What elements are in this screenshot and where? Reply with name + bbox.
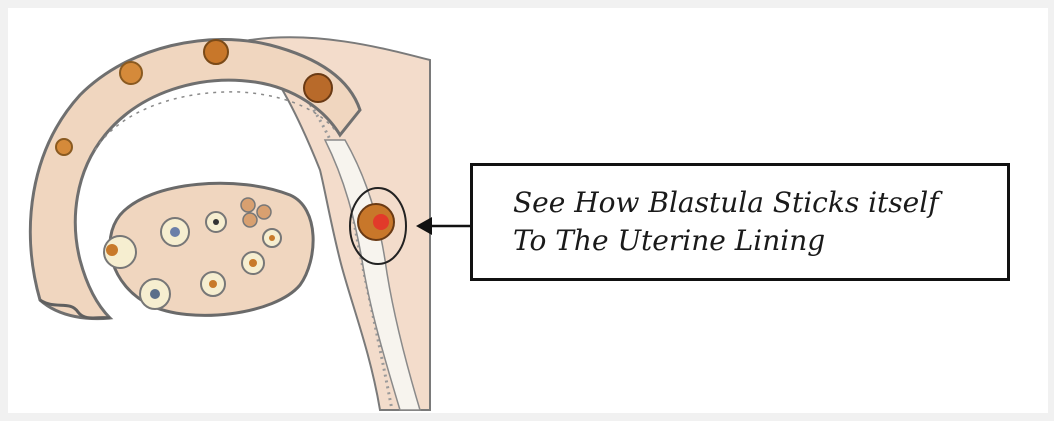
implanting-blastula [358,204,394,240]
callout-box: See How Blastula Sticks itself To The Ut… [470,163,1010,281]
callout-line-1: See How Blastula Sticks itself [513,184,1007,222]
released-egg [104,236,136,268]
callout-line-2: To The Uterine Lining [513,222,1007,260]
